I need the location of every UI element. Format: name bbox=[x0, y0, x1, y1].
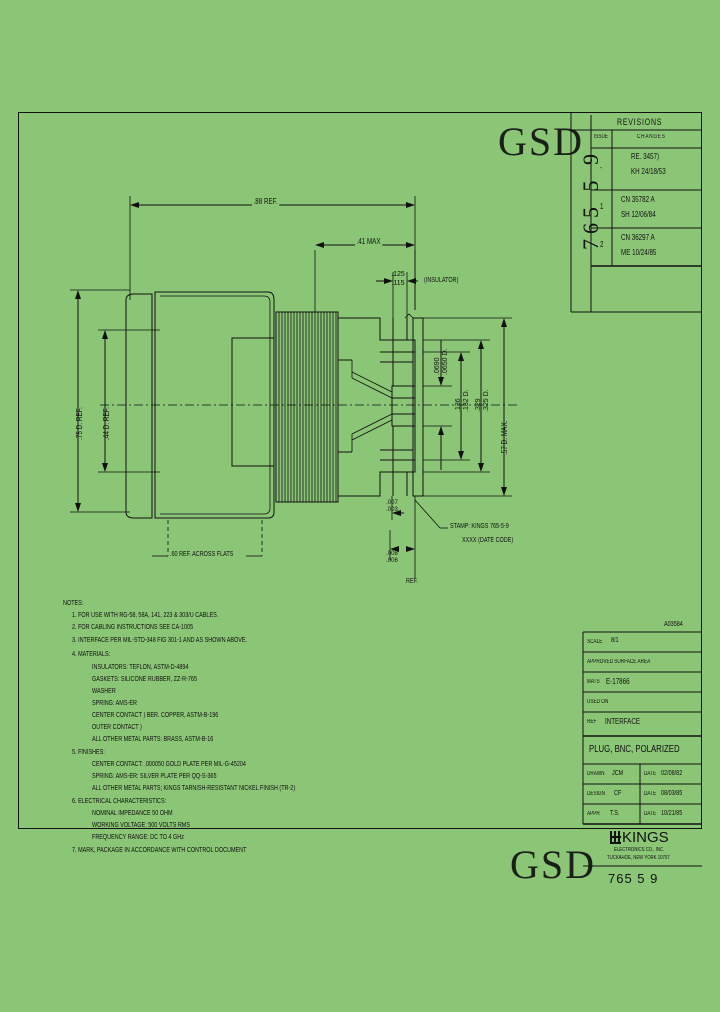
notes-heading: NOTES: bbox=[63, 600, 84, 607]
dim-overall-label: .88 REF. bbox=[252, 197, 280, 206]
bottom-drawing-number: 765 5 9 bbox=[608, 871, 659, 886]
stamp-callout-line2: XXXX (DATE CODE) bbox=[462, 537, 514, 544]
material-item-4: CENTER CONTACT ) BER. COPPER, ASTM-B-196 bbox=[92, 712, 219, 719]
title-block-frame bbox=[582, 631, 702, 867]
note-item-3: 3. INTERFACE PER MIL-STD-348 FIG 301-1 A… bbox=[72, 637, 248, 644]
sheet-code: A03584 bbox=[664, 621, 683, 628]
mats-label: MATS bbox=[587, 679, 600, 685]
revision-issue-0: - bbox=[600, 163, 603, 172]
used-on-label: USED ON bbox=[587, 699, 609, 705]
revision-change-1-line1: CN 35782 A bbox=[621, 195, 655, 204]
dim-insulator-width bbox=[376, 272, 418, 318]
scale-value: 8/1 bbox=[611, 637, 619, 644]
finish-item-1: SPRING: AMS-ER: SILVER PLATE PER QQ-S-36… bbox=[92, 773, 217, 780]
dim-overall bbox=[129, 196, 416, 310]
appr-date: 10/21/85 bbox=[661, 810, 683, 817]
dim-gap-label: .007 .003 bbox=[386, 500, 398, 513]
revision-issue-2: 2 bbox=[600, 240, 604, 249]
leader-lines bbox=[152, 499, 448, 557]
revision-issue-1: 1 bbox=[600, 202, 604, 211]
revisions-title: REVISIONS bbox=[617, 117, 663, 127]
dim-dia-75-label: .75 D. REF. bbox=[75, 407, 84, 440]
revision-change-2-line1: CN 36297 A bbox=[621, 233, 655, 242]
revision-change-0-line1: RE. 3457) bbox=[631, 152, 660, 161]
note-item-7: 7. MARK, PACKAGE IN ACCORDANCE WITH CONT… bbox=[72, 847, 247, 854]
interface-section bbox=[337, 313, 424, 497]
electrical-item-1: WORKING VOLTAGE: 500 VOLTS RMS bbox=[92, 822, 190, 829]
material-item-5: OUTER CONTACT ) bbox=[92, 724, 142, 731]
appr-label: APPR bbox=[587, 811, 600, 817]
dim-outer-dia-label: .57 D. MAX. bbox=[500, 420, 509, 456]
gsd-watermark-top: GSD bbox=[498, 119, 585, 164]
finish-item-0: CENTER CONTACT: .000050 GOLD PLATE PER M… bbox=[92, 761, 246, 768]
revisions-col-issue: ISSUE bbox=[594, 134, 609, 140]
note-item-6: 6. ELECTRICAL CHARACTERISTICS: bbox=[72, 798, 167, 805]
design-date-label: DATE bbox=[644, 791, 657, 797]
company-line1: ELECTRONICS CO., INC. bbox=[614, 847, 665, 853]
kings-crown-icon bbox=[610, 831, 621, 844]
dim-insulator-width-label: .125 .115 bbox=[391, 271, 405, 287]
material-item-6: ALL OTHER METAL PARTS: BRASS, ASTM-B-16 bbox=[92, 736, 214, 743]
dim-mid-dia-label: .136 .132 D. bbox=[455, 389, 470, 412]
kings-logo: KINGS bbox=[610, 829, 669, 846]
finish-item-2: ALL OTHER METAL PARTS; KINGS TARNISH-RES… bbox=[92, 785, 296, 792]
part-title: PLUG, BNC, POLARIZED bbox=[589, 744, 680, 755]
note-item-2: 2. FOR CABLING INSTRUCTIONS SEE CA-1005 bbox=[72, 624, 194, 631]
drawn-by: JCM bbox=[612, 770, 624, 777]
revisions-col-changes: CHANGES bbox=[637, 134, 666, 140]
revisions-table-frame bbox=[570, 112, 701, 313]
mats-value: E-17866 bbox=[606, 677, 630, 686]
appr-by: T.S. bbox=[610, 810, 620, 817]
kings-wordmark: KINGS bbox=[622, 829, 669, 846]
ref-label: REF bbox=[587, 719, 597, 725]
note-item-4: 4. MATERIALS: bbox=[72, 651, 111, 658]
material-item-0: INSULATORS: TEFLON, ASTM-D-4894 bbox=[92, 664, 189, 671]
ref-value: INTERFACE bbox=[605, 717, 641, 726]
dim-right-diameters bbox=[423, 317, 512, 497]
design-date: 08/03/85 bbox=[661, 790, 683, 797]
dim-diameters-left bbox=[70, 289, 160, 513]
revision-change-1-line2: SH 12/06/84 bbox=[621, 210, 656, 219]
dim-insulator-note: (INSULATOR) bbox=[424, 277, 459, 284]
connector-body-outline bbox=[125, 291, 275, 519]
dim-small-width-label: .008 .006 bbox=[386, 551, 398, 564]
drawing-sheet-border bbox=[18, 112, 702, 829]
note-item-1: 1. FOR USE WITH RG-58, 58A, 141, 223 & 3… bbox=[72, 612, 219, 619]
appr-date-label: DATE bbox=[644, 811, 657, 817]
knurled-section bbox=[275, 311, 339, 503]
dim-pin-dia-label: .0690 .0650 D. bbox=[434, 348, 449, 375]
drawn-date: 02/08/82 bbox=[661, 770, 683, 777]
revision-change-2-line2: ME 10/24/85 bbox=[621, 248, 657, 257]
design-by: CF bbox=[614, 790, 622, 797]
note-item-5: 5. FINISHES: bbox=[72, 749, 105, 756]
revision-change-0-line2: KH 24/18/53 bbox=[631, 167, 666, 176]
drawn-label: DRAWN bbox=[587, 771, 605, 777]
dim-dia-44-label: .44 D. REF. bbox=[102, 407, 111, 440]
drawn-date-label: DATE bbox=[644, 771, 657, 777]
material-item-2: WASHER bbox=[92, 688, 116, 695]
company-line2: TUCKAHOE, NEW YORK 10707 bbox=[607, 855, 670, 861]
gsd-watermark-bottom: GSD bbox=[510, 842, 597, 887]
electrical-item-0: NOMINAL IMPEDANCE 50 OHM bbox=[92, 810, 173, 817]
dim-body-label: .41 MAX bbox=[355, 237, 383, 246]
dim-flats-label: .60 REF. ACROSS FLATS bbox=[170, 551, 234, 558]
material-item-3: SPRING: AMS-ER bbox=[92, 700, 137, 707]
material-item-1: GASKETS: SILICONE RUBBER, ZZ-R-765 bbox=[92, 676, 197, 683]
approved-surface-label: APPROVED SURFACE AREA bbox=[587, 659, 651, 665]
dim-flange-dia-label: .329 .325 D. bbox=[475, 389, 490, 412]
dim-ref-note: REF. bbox=[406, 578, 418, 585]
stamp-callout-line1: STAMP: KINGS 765-5-9 bbox=[450, 523, 509, 530]
scale-label: SCALE bbox=[587, 639, 603, 645]
electrical-item-2: FREQUENCY RANGE: DC TO 4 GHz bbox=[92, 834, 184, 841]
dim-bottom-small bbox=[389, 496, 416, 560]
design-label: DESIGN bbox=[587, 791, 605, 797]
